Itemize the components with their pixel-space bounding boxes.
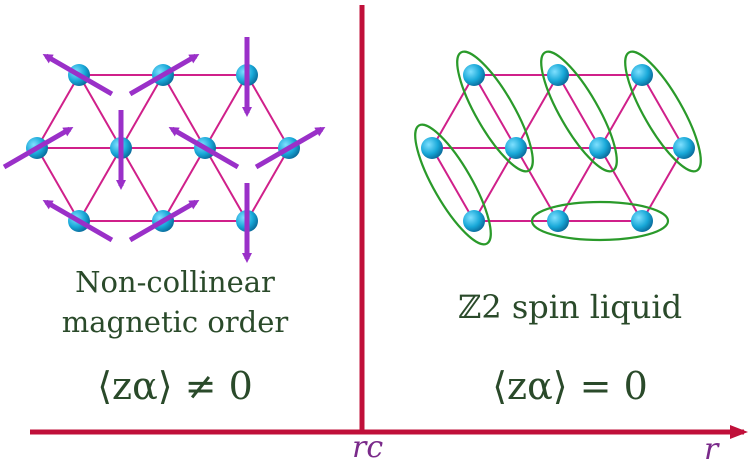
lattice-bond — [641, 147, 685, 222]
spin-arrow — [254, 126, 326, 170]
lattice-site — [463, 64, 485, 86]
lattice-site — [547, 64, 569, 86]
lattice-bond — [599, 74, 643, 149]
axis-variable-label: r — [704, 432, 719, 467]
singlet-bond — [530, 200, 670, 242]
lattice-bond — [599, 147, 643, 222]
singlet-bond — [540, 50, 618, 173]
spin-arrow — [2, 126, 74, 170]
lattice-bond — [78, 147, 122, 222]
lattice-bond — [120, 147, 164, 222]
left-title-line1: Non-collinear — [75, 265, 275, 299]
lattice-site — [673, 137, 695, 159]
lattice-bond — [162, 147, 206, 222]
singlet-bond — [414, 123, 492, 246]
lattice-bond — [431, 74, 475, 149]
lattice-bond — [515, 74, 559, 149]
right-singlet-bonds — [414, 50, 702, 246]
lattice-bond — [36, 74, 80, 149]
lattice-bond — [473, 74, 517, 149]
lattice-bond — [204, 147, 248, 222]
spin-arrow — [128, 199, 200, 243]
critical-point-label: rc — [352, 430, 384, 465]
singlet-bond — [624, 50, 702, 173]
spin-arrow — [168, 126, 240, 170]
left-order-parameter: ⟨zα⟩ ≠ 0 — [97, 364, 253, 408]
lattice-bond — [431, 147, 475, 222]
lattice-bond — [204, 74, 248, 149]
spin-arrow — [42, 53, 114, 97]
lattice-site — [631, 210, 653, 232]
right-lattice — [431, 74, 685, 222]
lattice-bond — [246, 74, 290, 149]
lattice-bond — [120, 74, 164, 149]
right-sites — [421, 64, 695, 232]
singlet-bond — [456, 50, 534, 173]
lattice-bond — [162, 74, 206, 149]
lattice-bond — [515, 147, 559, 222]
right-phase-title: ℤ2 spin liquid — [457, 288, 683, 326]
lattice-site — [463, 210, 485, 232]
lattice-site — [505, 137, 527, 159]
right-order-parameter: ⟨zα⟩ = 0 — [492, 364, 648, 408]
lattice-site — [547, 210, 569, 232]
left-spin-arrows — [2, 37, 326, 263]
lattice-bond — [246, 147, 290, 222]
lattice-site — [631, 64, 653, 86]
spin-arrow — [128, 53, 200, 97]
left-lattice — [36, 74, 290, 222]
left-phase-title: Non-collinear magnetic order — [40, 262, 310, 342]
lattice-bond — [557, 147, 601, 222]
lattice-bond — [557, 74, 601, 149]
lattice-bond — [78, 74, 122, 149]
spin-arrow — [42, 199, 114, 243]
lattice-bond — [36, 147, 80, 222]
left-title-line2: magnetic order — [61, 305, 289, 339]
lattice-site — [421, 137, 443, 159]
lattice-bond — [641, 74, 685, 149]
lattice-bond — [473, 147, 517, 222]
lattice-site — [589, 137, 611, 159]
